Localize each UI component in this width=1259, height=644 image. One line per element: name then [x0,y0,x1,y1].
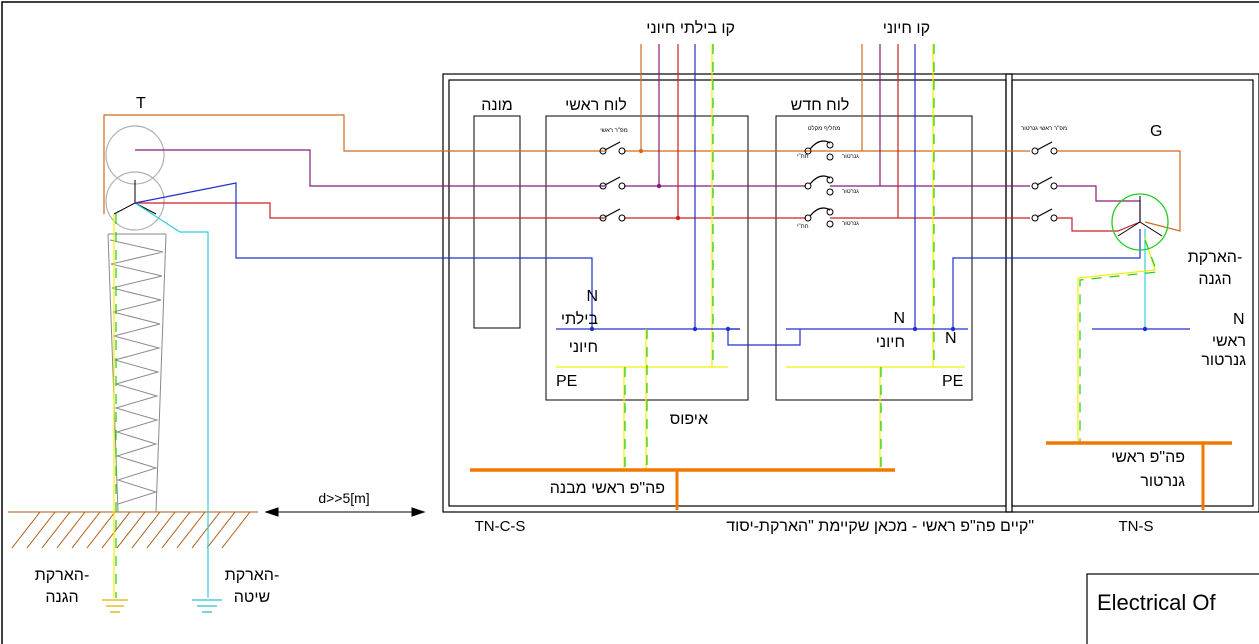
new-panel-nodes [912,326,956,332]
generator-room-inner [1011,79,1254,507]
generator-tiny-3: גנרטור [842,221,859,227]
feeder-cables [103,114,605,329]
non-essential-2: חיוני [569,339,598,356]
gen-breaker-l2 [1031,176,1058,190]
main-panel-label: לוח ראשי [565,96,627,114]
protective-earth-symbol [102,599,128,613]
main-panel-pe: PE [556,373,577,390]
distance-label: d>>5[m] [318,490,369,506]
new-panel-n-left: N [893,310,905,327]
protective-earth-label-1: הארקת- [35,567,90,584]
grid-tiny-2: חח"י [797,224,809,230]
gen-breaker-tiny-label: מפ"ר ראשי גנרטור [1021,126,1067,132]
system-earth-symbol [192,599,222,613]
generator-tiny-2: גנרטור [842,189,859,195]
gen-ebb-label-1: פה"פ ראשי [1111,449,1185,466]
grid-tiny-1: חח"י [797,154,809,160]
generator-star [1117,196,1163,237]
changeover-l3 [804,207,834,228]
ground-hatch [8,511,258,549]
new-panel-wiring [786,44,1141,470]
distance-arrow [264,507,426,517]
title-block-text: Electrical Of [1097,590,1216,615]
neutralization-label: איפוס [670,411,708,428]
main-panel-n: N [586,288,598,305]
meter-label: מונה [481,97,513,114]
new-panel-pe: PE [942,373,963,390]
main-breaker-l1 [599,141,626,155]
new-panel-n-right: N [945,330,957,347]
meter-panel [473,115,521,329]
tn-s-label: TN-S [1119,518,1154,535]
generator [1111,193,1169,251]
building-inner [448,79,1007,507]
gen-ebb-label-2: גנרטור [1140,473,1185,490]
gen-neutral-label-2: גנרטור [1201,352,1246,369]
building-ebb-label: פה"פ ראשי מבנה [550,480,665,497]
non-essential-line-label: קו בילתי חיוני [646,19,735,37]
gen-neutral-node [1142,326,1148,332]
system-earth-label-2: שיטה [234,589,270,606]
gen-protective-earth-1: הארקת- [1188,249,1243,266]
new-panel-essential: חיוני [876,334,905,351]
earth-conductors [113,202,209,598]
gen-neutral-label-1: ראשי [1212,333,1246,350]
gen-breaker-l3 [1031,208,1058,222]
generator-label: G [1150,123,1162,140]
gen-neutral-n: N [1233,311,1245,328]
gen-breaker-l1 [1031,141,1058,155]
changeover-l2 [804,175,834,196]
transformer [105,125,165,231]
bottom-note: קיים פה"פ ראשי - מכאן שקיימת "הארקת-יסוד… [726,518,1034,535]
transformer-label: T [136,95,146,112]
essential-line-label: קו חיוני [883,20,930,37]
generator-wiring [1057,150,1190,443]
gen-protective-earth-2: הגנה [1198,271,1231,288]
main-breaker-l2 [599,176,626,190]
main-panel-nodes [589,148,731,332]
main-breaker-l3 [599,208,626,222]
protective-earth-label-2: הגנה [45,589,78,606]
main-panel-wiring [556,44,1030,470]
tn-c-s-label: TN-C-S [475,518,526,535]
generator-room-outer [1005,73,1259,513]
building-outer [442,73,1013,513]
non-essential-1: בילתי [561,310,599,328]
changeover-tiny-label: מחליף מקלט [808,124,841,132]
title-block [1086,573,1259,644]
system-earth-label-1: הארקת- [225,567,280,584]
generator-tiny-1: גנרטור [842,154,859,160]
new-panel-label: לוח חדש [791,96,850,114]
main-breaker-tiny-label: מפ"ר ראשי [600,128,628,134]
utility-pole [107,233,167,513]
